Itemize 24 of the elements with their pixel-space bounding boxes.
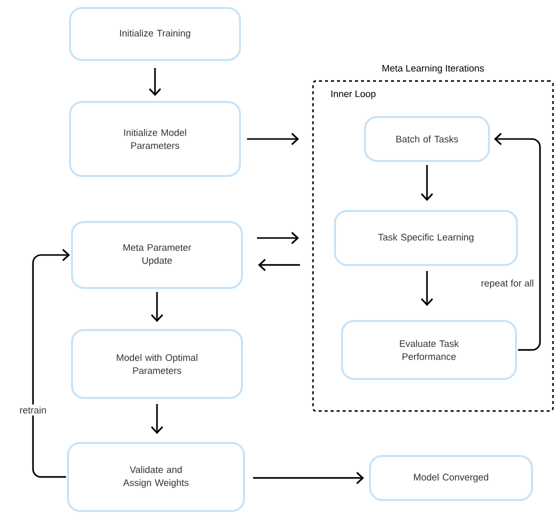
process-box: Model with Optimal Parameters — [71, 328, 243, 399]
group-title: Meta Learning Iterations — [382, 64, 484, 74]
terminal-box: Model Converged — [369, 454, 533, 501]
arrow — [247, 132, 299, 146]
arrow — [258, 258, 300, 272]
process-box: Batch of Tasks — [364, 116, 490, 162]
arrow — [150, 292, 164, 322]
arrow — [32, 248, 70, 478]
arrow — [148, 68, 162, 96]
process-box: Meta Parameter Update — [71, 221, 243, 289]
arrow — [253, 472, 364, 484]
arrow — [420, 164, 434, 201]
arrow — [257, 232, 299, 244]
process-box: Initialize Model Parameters — [69, 101, 241, 177]
process-box: Initialize Training — [69, 7, 241, 61]
edge-label: repeat for all — [479, 278, 536, 290]
arrow — [494, 132, 541, 351]
process-box: Task Specific Learning — [334, 210, 518, 266]
group-heading: Inner Loop — [331, 90, 376, 100]
edge-label: retrain — [18, 404, 48, 416]
process-box: Validate and Assign Weights — [67, 442, 245, 512]
arrow — [420, 270, 434, 306]
process-box: Evaluate Task Performance — [341, 320, 517, 380]
arrow — [150, 404, 164, 434]
